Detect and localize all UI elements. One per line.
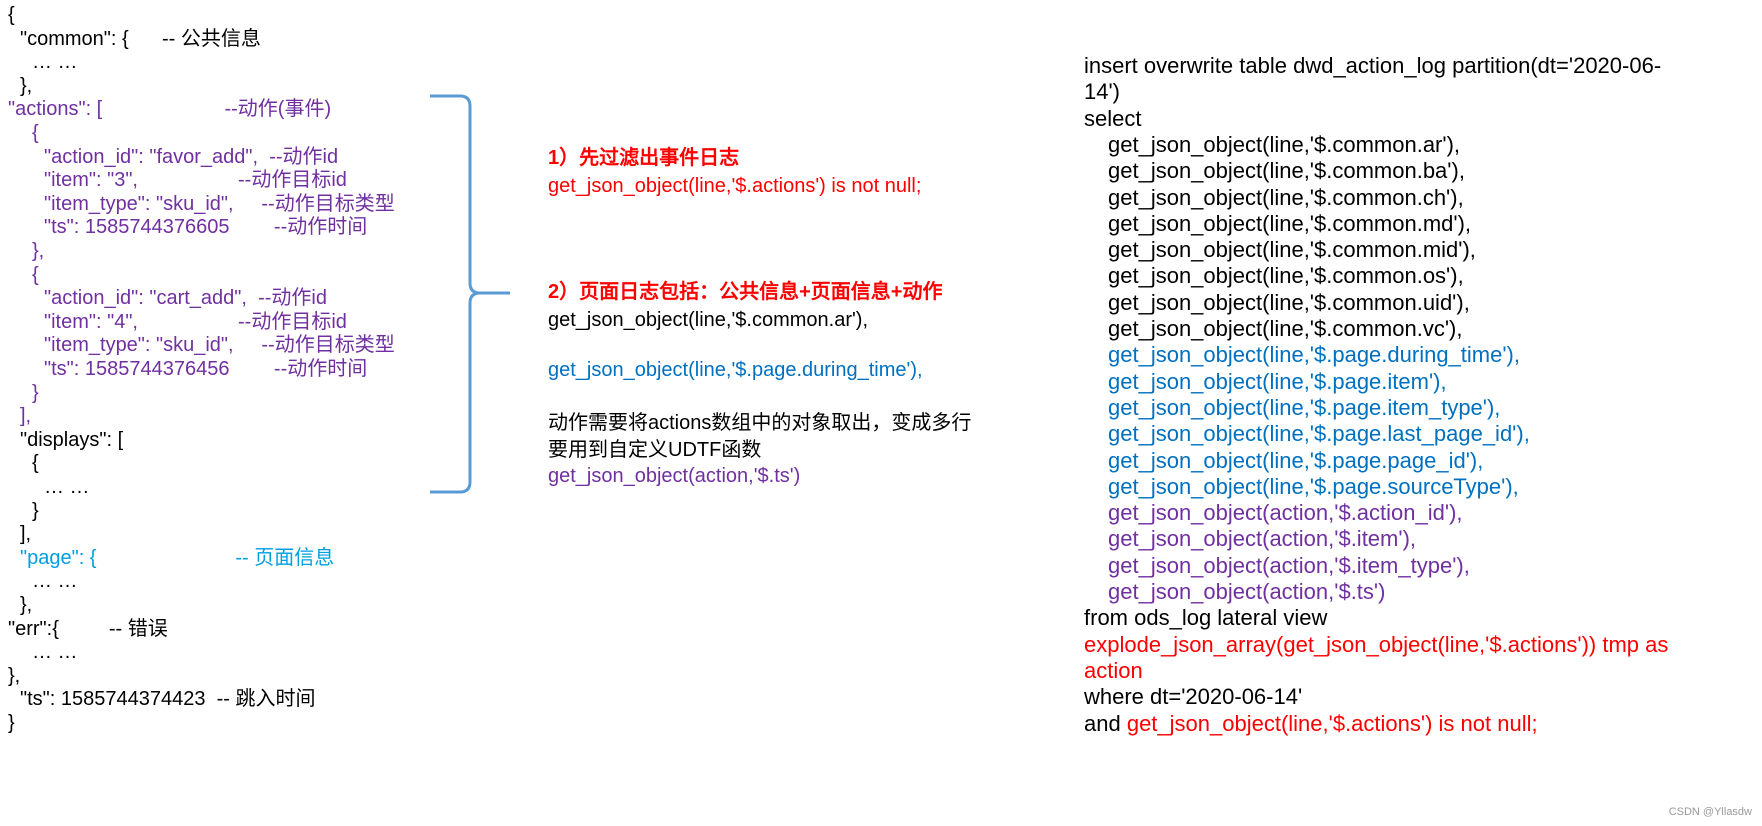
sql-line-text: get_json_object(line,'$.page.during_time…	[1108, 342, 1520, 368]
sql-line-text: get_json_object(line,'$.common.ar'),	[1108, 131, 1461, 157]
sql-line: get_json_object(action,'$.ts')	[1108, 577, 1385, 607]
sql-line: get_json_object(line,'$.common.uid'),	[1108, 288, 1470, 318]
sql-line-text: get_json_object(line,'$.page.last_page_i…	[1108, 421, 1530, 447]
json-line: ],	[20, 523, 32, 546]
json-line: "actions": [ --动作(事件)	[8, 98, 332, 121]
sql-line: get_json_object(line,'$.common.vc'),	[1108, 314, 1462, 344]
sql-line: get_json_object(line,'$.common.md'),	[1108, 209, 1471, 239]
sql-line-text: action	[1084, 657, 1143, 683]
sql-line: get_json_object(line,'$.common.ar'),	[1108, 130, 1460, 160]
json-line: }	[32, 499, 39, 522]
json-line: "action_id": "favor_add", --动作id	[44, 145, 339, 168]
sql-line-text: get_json_object(line,'$.page.page_id'),	[1108, 447, 1484, 473]
step2-desc-line1: 动作需要将actions数组中的对象取出，变成多行	[548, 412, 972, 434]
sql-line: get_json_object(line,'$.page.item_type')…	[1108, 393, 1500, 423]
json-line: ],	[20, 405, 32, 428]
sql-line: get_json_object(line,'$.common.mid'),	[1108, 235, 1476, 265]
json-line: {	[32, 263, 39, 286]
sql-line-text: get_json_object(line,'$.common.uid'),	[1108, 289, 1470, 315]
step2-code-page: get_json_object(line,'$.page.during_time…	[548, 359, 923, 381]
sql-line-text: insert overwrite table dwd_action_log pa…	[1084, 53, 1662, 78]
sql-line-text: where dt='2020-06-14'	[1084, 684, 1303, 710]
sql-line-text: from ods_log lateral view	[1084, 605, 1328, 631]
sql-line-text: get_json_object(action,'$.item'),	[1108, 526, 1417, 552]
json-line: … …	[32, 641, 78, 664]
sql-line-text: select	[1084, 105, 1142, 131]
sql-line-text: get_json_object(line,'$.common.ch'),	[1108, 184, 1464, 210]
sql-line: get_json_object(line,'$.common.os'),	[1108, 261, 1464, 291]
json-line: {	[32, 122, 39, 144]
json-line: "err":{ -- 错误	[8, 617, 168, 640]
json-line: },	[8, 664, 21, 687]
watermark: CSDN @Yllasdw	[1668, 806, 1752, 818]
sql-line-text: get_json_object(action,'$.item_type'),	[1108, 552, 1470, 578]
sql-line: get_json_object(line,'$.page.item'),	[1108, 367, 1447, 397]
sql-line: get_json_object(line,'$.page.page_id'),	[1108, 446, 1483, 476]
sql-line: 14')	[1084, 77, 1120, 107]
sql-line: insert overwrite table dwd_action_log pa…	[1084, 51, 1661, 81]
sql-line-text: get_json_object(action,'$.ts')	[1108, 579, 1386, 604]
json-line: "action_id": "cart_add", --动作id	[44, 287, 327, 310]
sql-line: get_json_object(line,'$.page.sourceType'…	[1108, 472, 1519, 502]
brace-path	[430, 94, 510, 494]
json-line: … …	[32, 570, 78, 593]
json-line: "item": "3", --动作目标id	[44, 169, 347, 192]
sql-line: get_json_object(action,'$.item'),	[1108, 524, 1416, 554]
sql-line: action	[1084, 656, 1143, 686]
json-line: }	[32, 381, 39, 404]
json-line: "item_type": "sku_id", --动作目标类型	[44, 334, 395, 357]
sql-line: where dt='2020-06-14'	[1084, 682, 1302, 712]
step2-code-common: get_json_object(line,'$.common.ar'),	[548, 309, 869, 331]
sql-line: get_json_object(action,'$.action_id'),	[1108, 498, 1463, 528]
json-line: },	[32, 240, 45, 262]
json-line: },	[20, 594, 33, 616]
step2-heading: 2）页面日志包括：公共信息+页面信息+动作	[548, 281, 943, 303]
json-line: … …	[44, 476, 90, 498]
sql-line-text: explode_json_array(get_json_object(line,…	[1084, 631, 1669, 657]
sql-line: from ods_log lateral view	[1084, 603, 1327, 633]
sql-line-text: get_json_object(line,'$.page.item_type')…	[1108, 394, 1501, 420]
sql-line: get_json_object(line,'$.common.ch'),	[1108, 183, 1464, 213]
sql-line-text: get_json_object(line,'$.page.item'),	[1108, 368, 1447, 394]
json-line: "displays": [	[20, 428, 124, 451]
sql-line: explode_json_array(get_json_object(line,…	[1084, 630, 1668, 660]
sql-line: get_json_object(line,'$.page.last_page_i…	[1108, 419, 1530, 449]
sql-line: get_json_object(line,'$.common.ba'),	[1108, 156, 1465, 186]
json-line: "ts": 1585744376605 --动作时间	[44, 216, 368, 239]
sql-line: select	[1084, 104, 1141, 134]
curly-brace-connector	[430, 94, 510, 494]
sql-line-text: get_json_object(line,'$.common.os'),	[1108, 263, 1464, 289]
json-line: "item_type": "sku_id", --动作目标类型	[44, 192, 395, 215]
sql-line-text: and	[1084, 710, 1127, 736]
json-line: {	[32, 452, 39, 475]
sql-line-text: get_json_object(line,'$.common.vc'),	[1108, 316, 1463, 341]
sql-line-text: get_json_object(action,'$.action_id'),	[1108, 500, 1463, 526]
json-line: "item": "4", --动作目标id	[44, 310, 347, 333]
sql-line: get_json_object(action,'$.item_type'),	[1108, 551, 1470, 581]
json-line: {	[8, 4, 15, 26]
sql-line: and get_json_object(line,'$.actions') is…	[1084, 709, 1538, 739]
json-line: }	[8, 712, 15, 734]
step2-code-action: get_json_object(action,'$.ts')	[548, 465, 801, 487]
sql-line-text: get_json_object(line,'$.common.md'),	[1108, 210, 1472, 236]
json-line: "page": { -- 页面信息	[20, 546, 335, 569]
sql-line-tail: get_json_object(line,'$.actions') is not…	[1126, 710, 1538, 736]
step1-code: get_json_object(line,'$.actions') is not…	[548, 175, 922, 197]
sql-line: get_json_object(line,'$.page.during_time…	[1108, 340, 1520, 370]
json-line: "ts": 1585744374423 -- 跳入时间	[20, 688, 316, 711]
step2-desc-line2: 要用到自定义UDTF函数	[548, 439, 762, 461]
sql-line-text: get_json_object(line,'$.common.ba'),	[1108, 158, 1465, 184]
json-line: },	[20, 74, 33, 97]
sql-line-text: get_json_object(line,'$.common.mid'),	[1108, 237, 1476, 263]
json-line: "ts": 1585744376456 --动作时间	[44, 358, 368, 380]
sql-line-text: 14')	[1084, 79, 1120, 105]
json-line: "common": { -- 公共信息	[20, 27, 261, 50]
sql-line-text: get_json_object(line,'$.page.sourceType'…	[1108, 473, 1519, 499]
step1-heading: 1）先过滤出事件日志	[548, 147, 740, 169]
json-line: … …	[32, 51, 78, 74]
